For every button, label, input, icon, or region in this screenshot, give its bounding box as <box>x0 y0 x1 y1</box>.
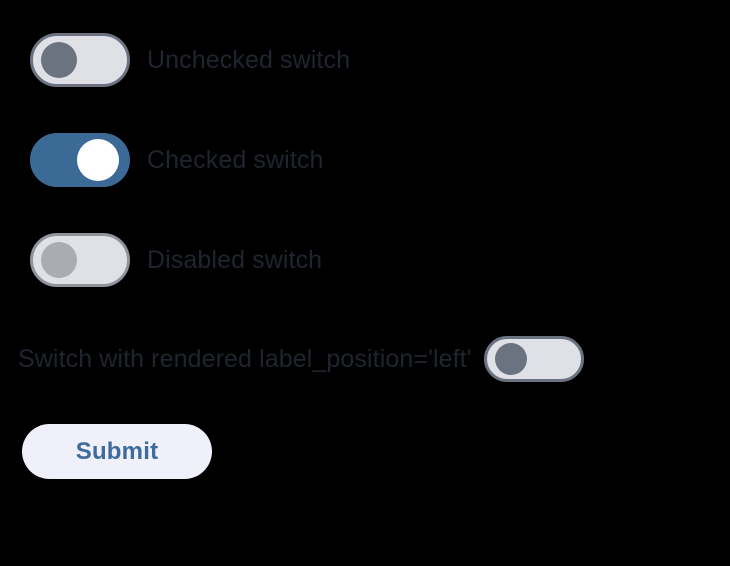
switch-thumb-icon <box>494 343 527 375</box>
switch-thumb-icon <box>77 139 119 181</box>
unchecked-switch-label: Unchecked switch <box>147 45 351 74</box>
switch-thumb-icon <box>41 42 77 78</box>
left-label-switch-label: Switch with rendered label_position='lef… <box>18 344 472 373</box>
submit-button[interactable]: Submit <box>22 424 212 479</box>
switch-thumb-icon <box>41 242 77 278</box>
unchecked-switch[interactable] <box>30 33 130 87</box>
checked-switch-label: Checked switch <box>147 145 324 174</box>
disabled-switch <box>30 233 130 287</box>
switch-row-left-label: Switch with rendered label_position='lef… <box>18 336 700 382</box>
switch-row-disabled: Disabled switch <box>30 233 322 287</box>
disabled-switch-label: Disabled switch <box>147 245 323 274</box>
left-label-switch[interactable] <box>483 336 584 382</box>
switch-row-checked: Checked switch <box>30 133 323 187</box>
checked-switch[interactable] <box>30 133 130 187</box>
switch-row-unchecked: Unchecked switch <box>30 33 350 87</box>
